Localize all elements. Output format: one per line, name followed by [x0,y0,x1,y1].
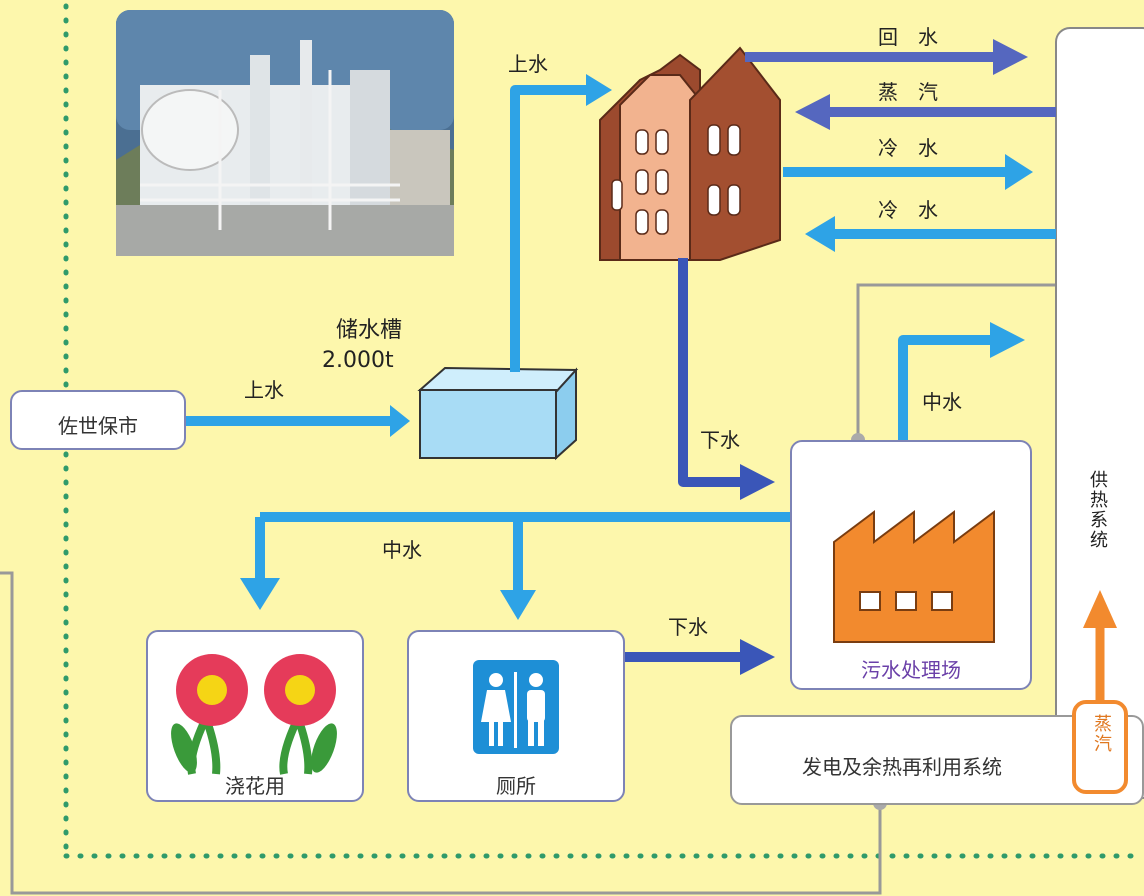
building-icon [599,46,781,261]
sewage-plant-label: 污水处理场 [861,658,961,682]
steam-source-label: 蒸汽 [1091,714,1112,754]
dotted-border [63,3,1141,859]
flow-label-steam: 蒸 汽 [878,80,938,104]
flower-icon [171,654,337,775]
flow-label-sewage: 下水 [668,615,708,639]
heating-system-label: 供热系统 [1087,470,1108,550]
flow-label-sewage: 下水 [700,428,740,452]
flow-label-supply: 上水 [244,378,284,402]
source-city-label: 佐世保市 [58,414,138,438]
source-city-box: 佐世保市 [10,390,186,450]
toilet-label: 厕所 [496,774,536,798]
flow-label-reclaimed: 中水 [922,390,962,414]
sewage-plant-box: 污水处理场 [790,440,1032,690]
power-system-label: 发电及余热再利用系统 [802,755,1002,779]
factory-icon [833,510,995,643]
toilet-box: 厕所 [407,630,625,802]
water-flow-lines [185,85,1056,592]
watering-label: 浇花用 [225,774,285,798]
steam-source-box: 蒸汽 [1072,700,1128,794]
steam-arrowheads [795,39,1028,130]
flow-label-return: 回 水 [878,25,938,49]
flow-label-cold: 冷 水 [878,198,938,222]
dark-arrowheads [740,464,775,675]
water-tank-icon [417,366,579,461]
dark-flow-lines [625,258,742,662]
tank-title: 储水槽 [336,318,403,343]
restroom-icon [473,660,559,754]
steam-flow-lines [745,52,1056,117]
flow-label-supply: 上水 [508,52,548,76]
flow-label-reclaimed: 中水 [382,538,422,562]
water-arrowheads [240,74,1033,620]
plant-photo [116,10,454,256]
flow-label-cold: 冷 水 [878,136,938,160]
tank-capacity: 2.000t [322,348,394,373]
watering-box: 浇花用 [146,630,364,802]
steam-up-arrow [1083,590,1117,700]
